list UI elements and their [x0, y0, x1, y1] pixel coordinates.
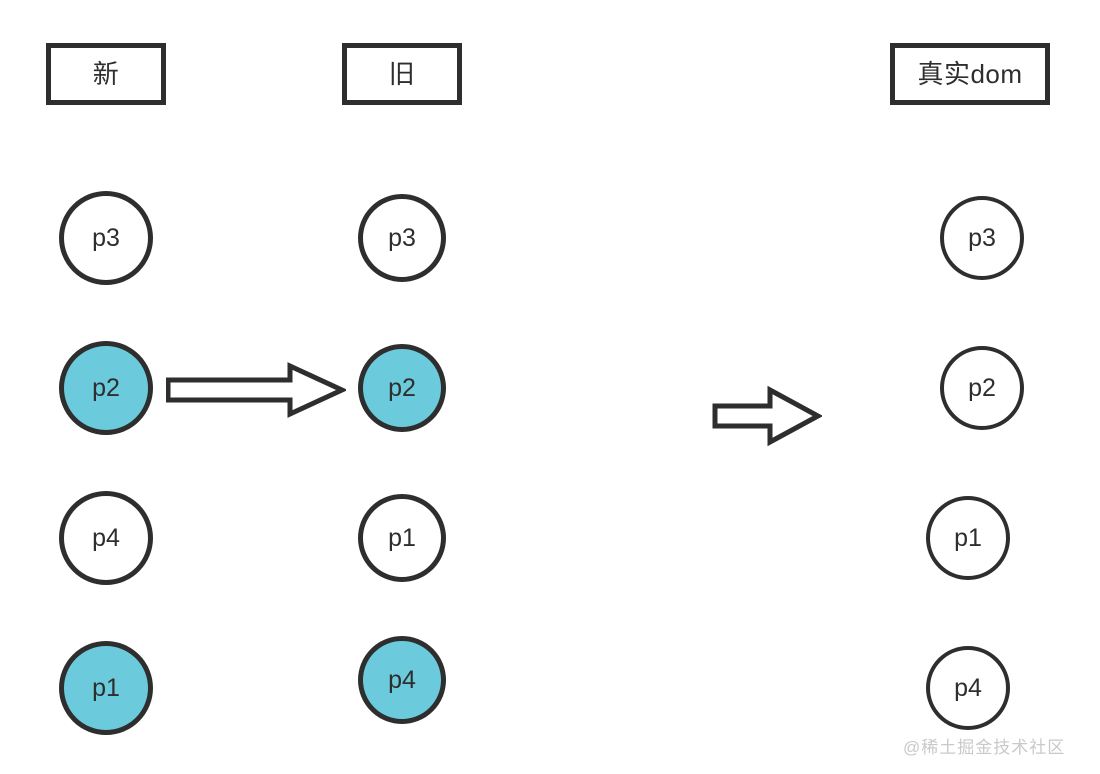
node-real-dom-p2: p2	[940, 346, 1024, 430]
column-header-real-dom-label: 真实dom	[917, 59, 1023, 89]
node-old-p2: p2	[358, 344, 446, 432]
node-label: p4	[388, 665, 416, 694]
watermark: @稀土掘金技术社区	[903, 738, 1066, 757]
node-label: p1	[92, 673, 120, 702]
node-old-p4: p4	[358, 636, 446, 724]
arrow-right-icon	[712, 385, 824, 447]
node-real-dom-p3: p3	[940, 196, 1024, 280]
column-header-new: 新	[46, 43, 166, 105]
node-real-dom-p1: p1	[926, 496, 1010, 580]
node-new-p1: p1	[59, 641, 153, 735]
arrow-old-to-real-dom	[712, 385, 824, 447]
arrow-new-to-old	[165, 360, 348, 420]
node-label: p2	[92, 373, 120, 402]
node-new-p3: p3	[59, 191, 153, 285]
node-new-p2: p2	[59, 341, 153, 435]
node-label: p4	[92, 523, 120, 552]
column-header-real-dom: 真实dom	[890, 43, 1050, 105]
node-old-p3: p3	[358, 194, 446, 282]
node-label: p1	[954, 523, 982, 552]
column-header-old: 旧	[342, 43, 462, 105]
node-label: p4	[954, 673, 982, 702]
node-label: p3	[92, 223, 120, 252]
node-label: p2	[968, 373, 996, 402]
column-header-old-label: 旧	[388, 59, 416, 89]
node-label: p2	[388, 373, 416, 402]
node-label: p1	[388, 523, 416, 552]
arrow-right-icon	[165, 362, 348, 418]
node-label: p3	[968, 223, 996, 252]
node-label: p3	[388, 223, 416, 252]
node-new-p4: p4	[59, 491, 153, 585]
node-old-p1: p1	[358, 494, 446, 582]
node-real-dom-p4: p4	[926, 646, 1010, 730]
column-header-new-label: 新	[92, 59, 120, 89]
